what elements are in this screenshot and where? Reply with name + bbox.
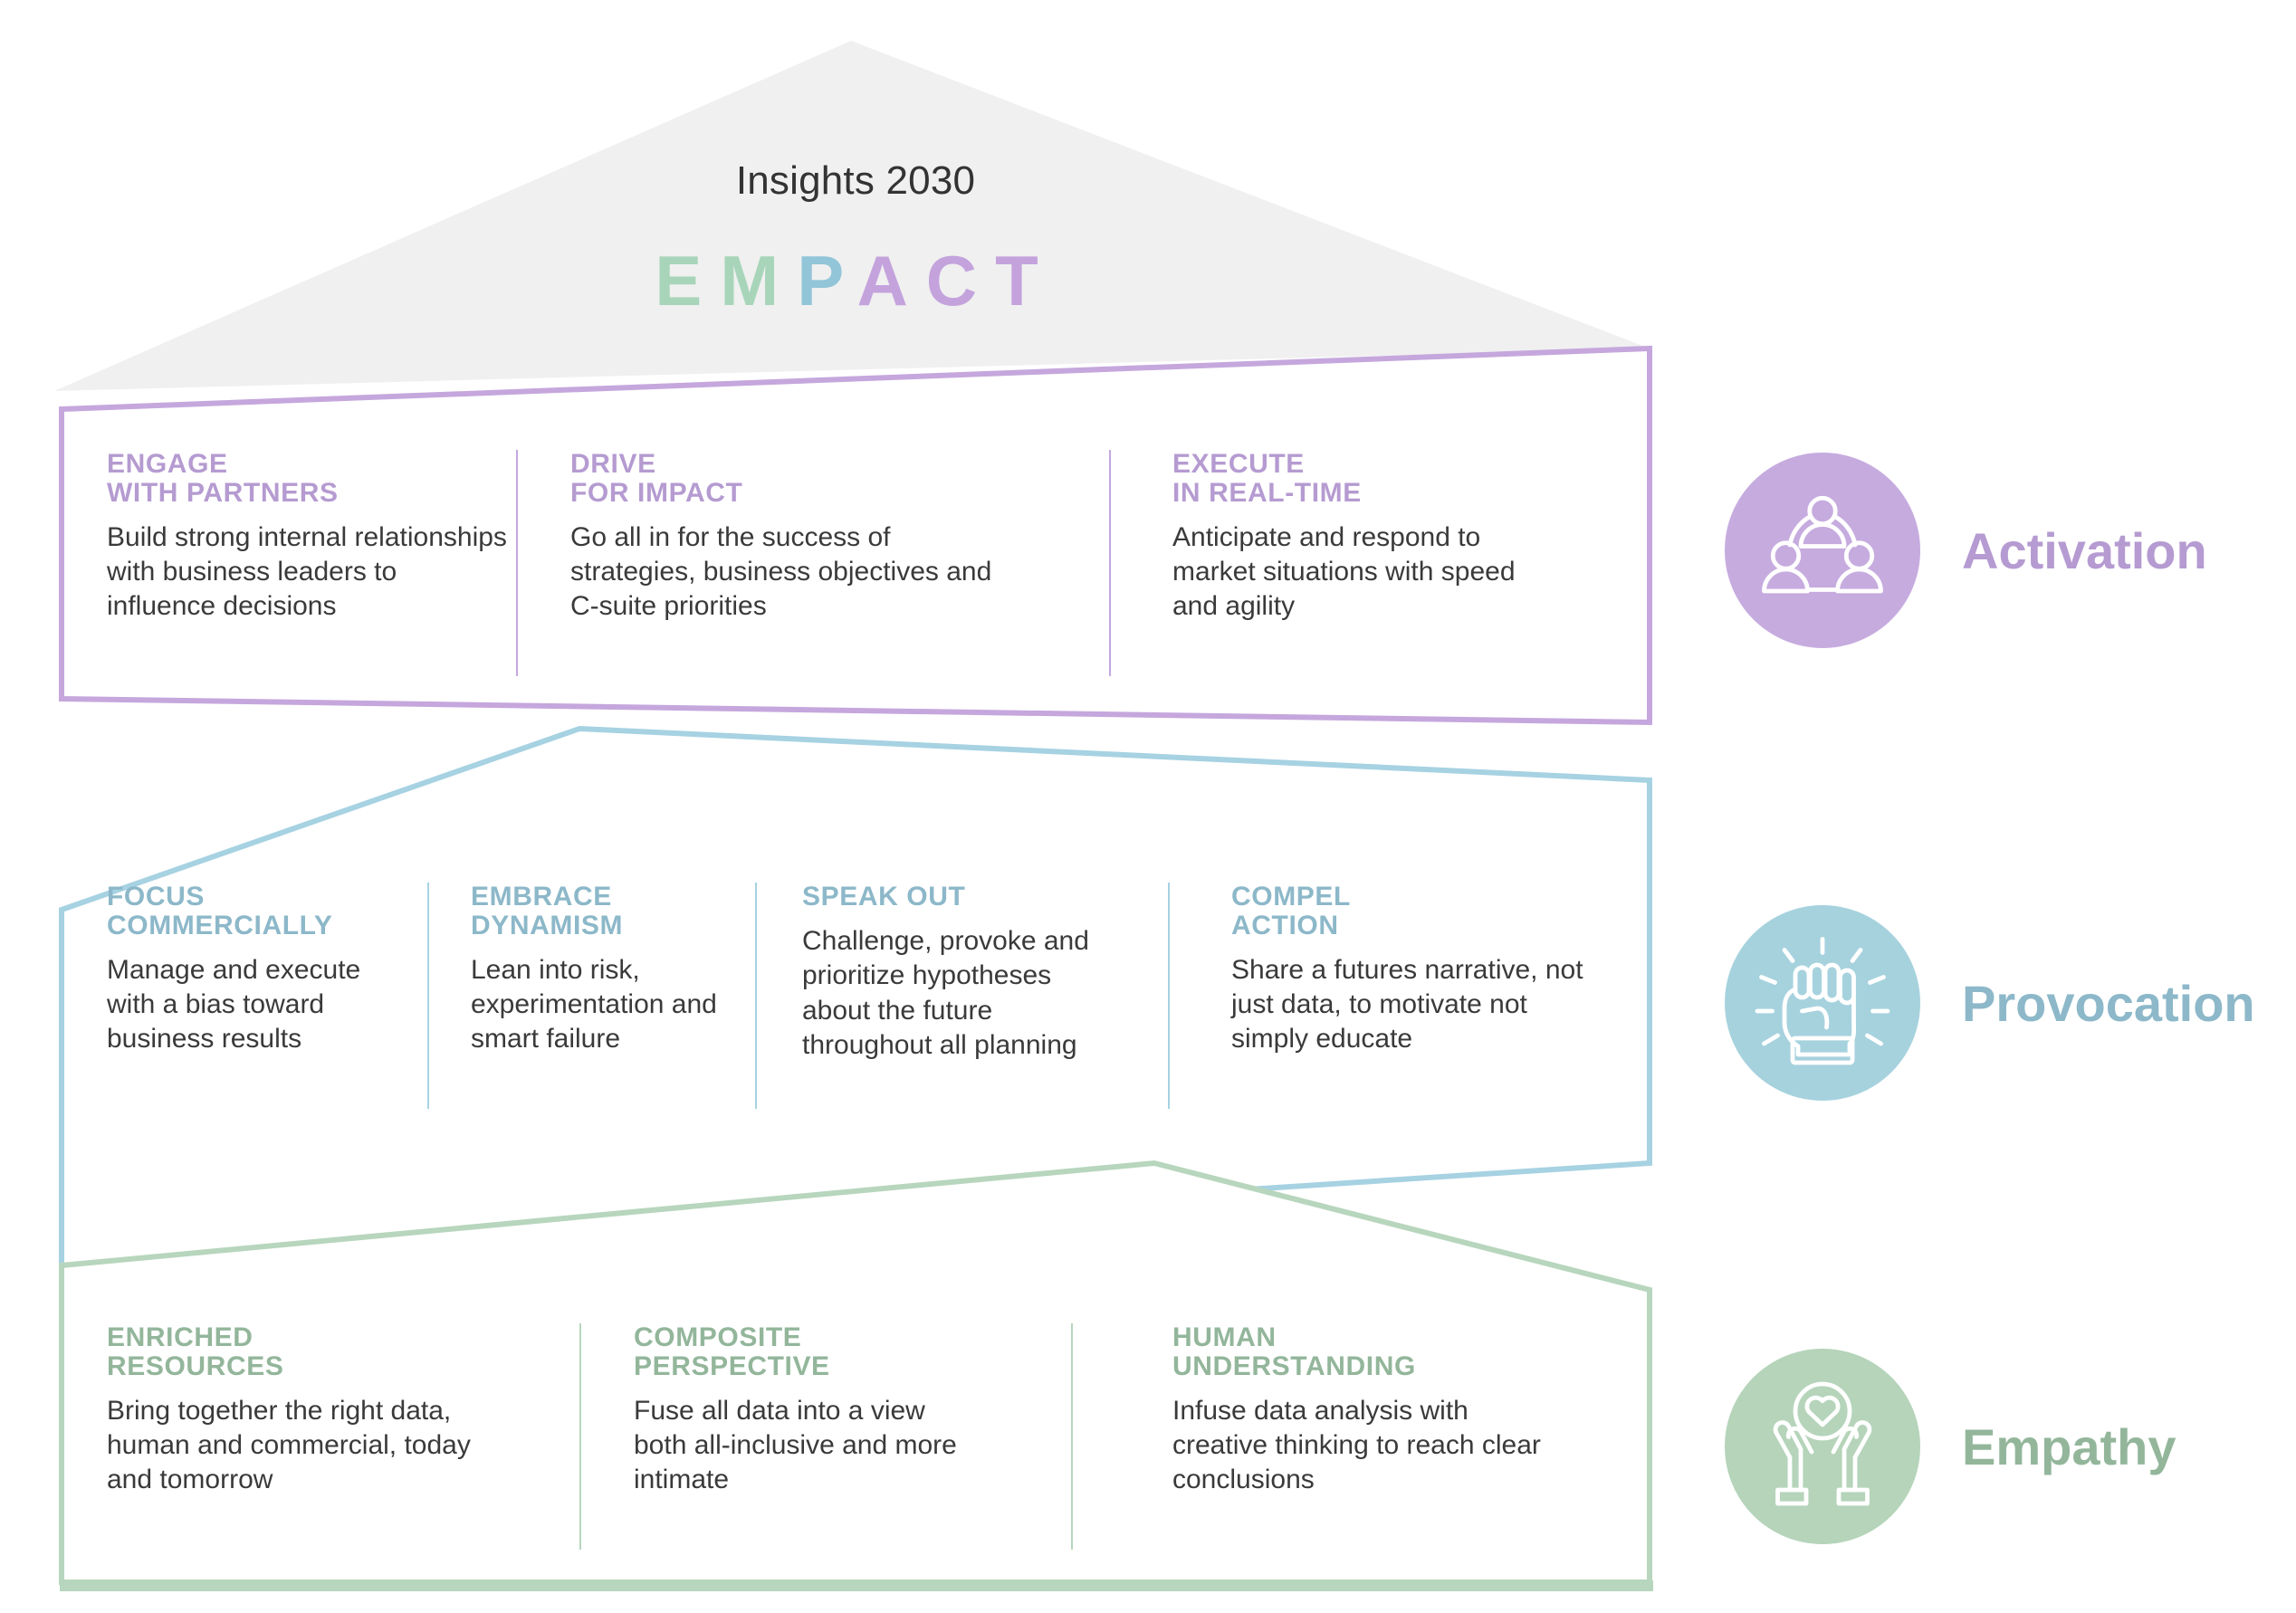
column-kicker: DRIVE FOR IMPACT [570,449,743,508]
column-body: Bring together the right data, human and… [107,1395,471,1495]
column-kicker: EXECUTE IN REAL-TIME [1172,449,1362,508]
empathy-column-1: ENRICHED RESOURCES Bring together the ri… [107,1323,532,1550]
raised-fist-icon [1755,937,1890,1065]
column-kicker: HUMAN UNDERSTANDING [1172,1322,1416,1381]
acronym-letter-e-0: E [655,241,721,320]
legend-label-activation: Activation [1962,521,2207,579]
empathy-column-3: HUMAN UNDERSTANDING Infuse data analysis… [1071,1322,1625,1550]
legend-item-empathy[interactable]: Empathy [1725,1349,2176,1544]
legend-item-provocation[interactable]: Provocation [1725,905,2255,1101]
column-kicker: ENRICHED RESOURCES [107,1322,284,1381]
empathy-column-2: COMPOSITE PERSPECTIVE Fuse all data into… [579,1322,1041,1550]
column-divider [579,1323,581,1550]
provocation-band: FOCUS COMMERCIALLY Manage and execute wi… [107,882,1639,1109]
column-divider [1071,1323,1073,1550]
provocation-column-4: COMPEL ACTION Share a futures narrative,… [1168,882,1639,1109]
legend-label-empathy: Empathy [1962,1417,2176,1475]
provocation-column-2: EMBRACE DYNAMISM Lean into risk, experim… [427,882,751,1109]
column-kicker: FOCUS COMMERCIALLY [107,882,333,940]
column-body: Fuse all data into a view both all-inclu… [634,1395,957,1495]
column-divider [1168,883,1170,1109]
people-network-icon [1762,495,1883,594]
empact-acronym: EMPACT [0,240,1711,322]
column-body: Infuse data analysis with creative think… [1172,1395,1541,1495]
column-body: Go all in for the success of strategies,… [570,521,992,622]
legend-label-provocation: Provocation [1962,974,2255,1032]
empathy-band: ENRICHED RESOURCES Bring together the ri… [107,1322,1625,1550]
activation-column-1: ENGAGE WITH PARTNERS Build strong intern… [107,450,560,676]
activation-band: ENGAGE WITH PARTNERS Build strong intern… [0,0,1657,724]
hands-heart-icon [1773,1381,1872,1506]
provocation-badge [1725,905,1920,1101]
acronym-letter-a-3: A [856,241,926,320]
activation-badge [1725,453,1920,648]
activation-column-3: EXECUTE IN REAL-TIME Anticipate and resp… [1109,449,1625,676]
column-body: Anticipate and respond to market situati… [1172,521,1516,622]
column-kicker: COMPOSITE PERSPECTIVE [634,1322,830,1381]
column-body: Lean into risk, experimentation and smar… [471,954,717,1055]
column-body: Build strong internal relationships with… [107,521,507,622]
page-title: Insights 2030 [735,158,976,203]
activation-column-2: DRIVE FOR IMPACT Go all in for the succe… [516,449,1041,676]
acronym-letter-t-5: T [995,241,1057,320]
column-divider [755,883,757,1109]
column-kicker: SPEAK OUT [802,882,966,911]
acronym-letter-c-4: C [925,241,996,320]
column-divider [427,883,429,1109]
column-body: Manage and execute with a bias toward bu… [107,954,361,1055]
column-kicker: ENGAGE WITH PARTNERS [107,449,339,508]
column-kicker: EMBRACE DYNAMISM [471,882,624,940]
column-divider [516,450,518,676]
acronym-letter-p-2: P [797,241,857,320]
column-body: Challenge, provoke and prioritize hypoth… [802,925,1089,1060]
provocation-column-3: SPEAK OUT Challenge, provoke and priorit… [755,882,1128,1109]
legend-item-activation[interactable]: Activation [1725,453,2207,648]
column-kicker: COMPEL ACTION [1231,882,1351,940]
acronym-letter-m-1: M [720,241,798,320]
empathy-badge [1725,1349,1920,1544]
provocation-column-1: FOCUS COMMERCIALLY Manage and execute wi… [107,883,424,1109]
column-divider [1109,450,1111,676]
column-body: Share a futures narrative, not just data… [1231,954,1583,1055]
